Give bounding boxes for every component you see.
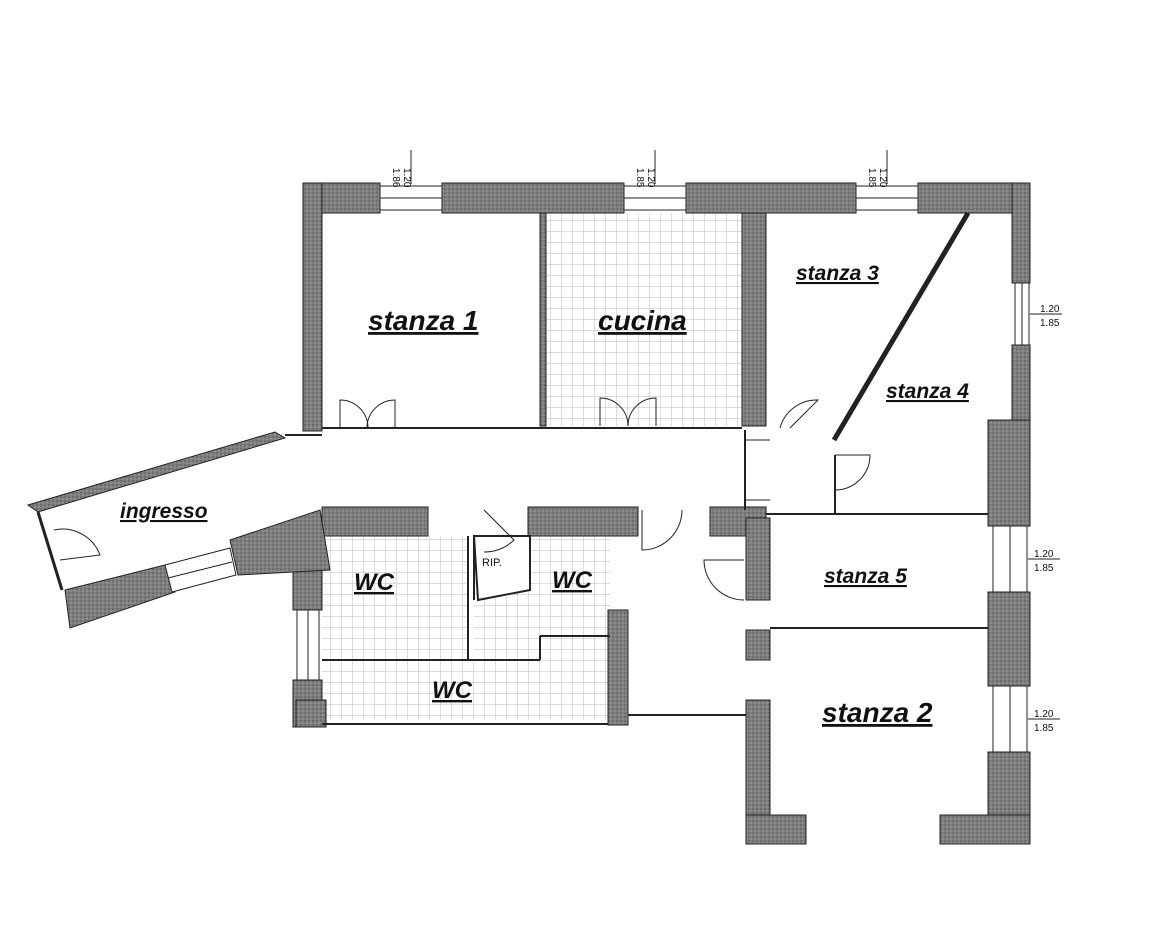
windows <box>296 185 1030 753</box>
window-dim-top1: 1.20 1.86 <box>390 150 412 188</box>
window-dim-right3: 1.20 1.85 <box>1028 709 1060 734</box>
room-label-wc3: WC <box>432 677 473 704</box>
room-label-wc2: WC <box>552 567 593 594</box>
window-right3-height: 1.85 <box>1034 723 1054 734</box>
diagonal-partition <box>831 211 971 442</box>
walls <box>292 182 1031 845</box>
room-label-stanza2: stanza 2 <box>822 697 933 728</box>
window-dim-right1: 1.20 1.85 <box>1030 304 1062 329</box>
window-dim-right2: 1.20 1.85 <box>1028 549 1060 574</box>
window-top3-height: 1.85 <box>866 168 877 188</box>
window-top1-height: 1.86 <box>390 168 401 188</box>
window-right2-width: 1.20 <box>1034 549 1054 560</box>
window-top2-width: 1.20 <box>645 168 656 188</box>
window-dim-top2: 1.20 1.85 <box>634 150 656 188</box>
room-label-stanza3: stanza 3 <box>796 262 879 285</box>
window-right3-width: 1.20 <box>1034 709 1054 720</box>
window-right1-width: 1.20 <box>1040 304 1060 315</box>
room-label-stanza4: stanza 4 <box>886 380 969 403</box>
window-top3-width: 1.20 <box>877 168 888 188</box>
partitions <box>285 427 988 725</box>
window-top1-width: 1.20 <box>401 168 412 188</box>
window-right1-height: 1.85 <box>1040 318 1060 329</box>
ingresso-walls <box>26 431 331 629</box>
room-label-stanza1: stanza 1 <box>368 305 479 336</box>
room-label-cucina: cucina <box>598 305 687 336</box>
wc1-tiles <box>322 536 468 660</box>
window-top2-height: 1.85 <box>634 168 645 188</box>
window-right2-height: 1.85 <box>1034 563 1054 574</box>
room-label-wc1: WC <box>354 569 395 596</box>
room-label-rip: RIP. <box>482 557 502 569</box>
window-dimensions: 1.20 1.86 1.20 1.85 1.20 1.85 1.20 1.85 … <box>390 150 1062 734</box>
room-label-stanza5: stanza 5 <box>824 565 907 588</box>
room-label-ingresso: ingresso <box>120 500 208 523</box>
wc3-tiles <box>322 660 608 720</box>
doors <box>53 397 871 601</box>
window-dim-top3: 1.20 1.85 <box>866 150 888 188</box>
cucina-tiles <box>546 213 742 426</box>
